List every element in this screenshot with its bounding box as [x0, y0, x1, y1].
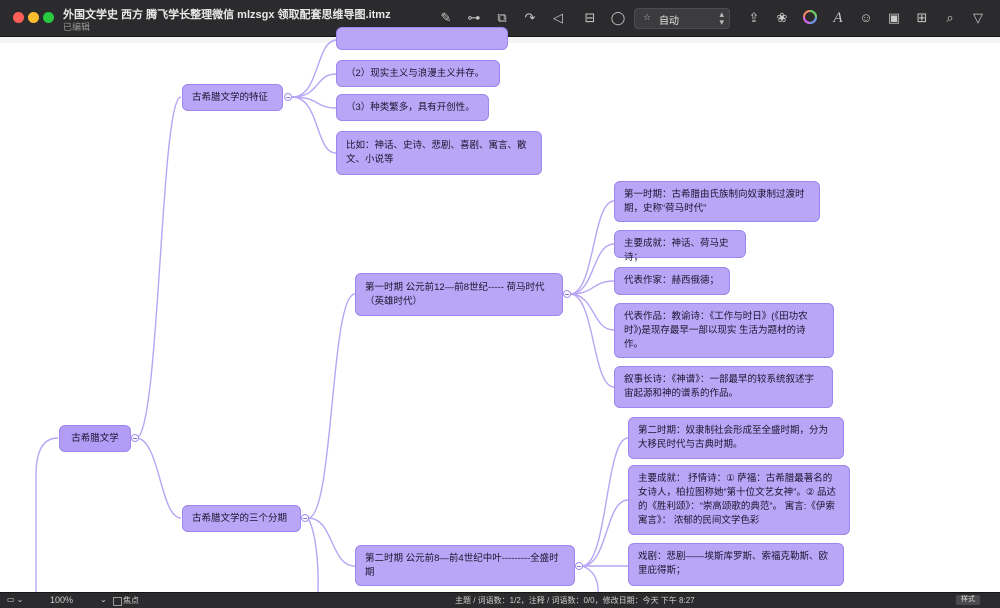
branch-node-periods[interactable]: 古希腊文学的三个分期 — [182, 505, 301, 532]
style-star-icon: ☆ — [643, 12, 652, 22]
root-node[interactable]: 古希腊文学 — [59, 425, 131, 452]
minimize-window-button[interactable] — [28, 12, 39, 23]
search-icon[interactable]: ⌕ — [946, 10, 954, 25]
zoom-window-button[interactable] — [43, 12, 54, 23]
emoji-icon[interactable]: ☺ — [859, 10, 873, 25]
color-wheel-icon[interactable] — [802, 10, 818, 26]
collapse-toggle[interactable] — [301, 514, 309, 522]
style-select[interactable]: ☆ 自动 ▴▾ — [634, 8, 730, 29]
period-node-second[interactable]: 第二时期 公元前8—前4世纪中叶---------全盛时期 — [355, 545, 575, 586]
close-window-button[interactable] — [13, 12, 24, 23]
collapse-icon[interactable]: ⊟ — [584, 10, 596, 25]
document-status: 已编辑 — [63, 22, 91, 32]
tag-icon[interactable]: ◁ — [553, 10, 563, 25]
feature-item-node[interactable]: 比如：神话、史诗、悲剧、喜剧、寓言、散文、小说等 — [336, 131, 542, 175]
redo-arrow-icon[interactable]: ↷ — [524, 10, 536, 25]
document-title: 外国文学史 西方 腾飞学长整理微信 mlzsgx 领取配套思维导图.itmz — [63, 9, 391, 21]
feature-item-node[interactable] — [336, 27, 508, 50]
document-stats: 主题 / 词语数：1/2，注释 / 词语数：0/0，修改日期：今天 下午 8:2… — [455, 596, 695, 605]
collapse-toggle[interactable] — [563, 290, 571, 298]
image-icon[interactable]: ▣ — [887, 10, 901, 25]
palette-icon[interactable]: ❀ — [776, 10, 788, 25]
mindmap-connectors — [35, 39, 629, 592]
feature-item-node[interactable]: （2）现实主义与浪漫主义并存。 — [336, 60, 500, 87]
branch-node-features[interactable]: 古希腊文学的特征 — [182, 84, 283, 111]
period-node-first[interactable]: 第一时期 公元前12—前8世纪----- 荷马时代（英雄时代） — [355, 273, 563, 316]
style-select-value: 自动 — [659, 16, 679, 27]
period1-detail-node[interactable]: 叙事长诗：《神谱》：一部最早的较系统叙述宇宙起源和神的谱系的作品。 — [614, 366, 833, 408]
period2-detail-node[interactable]: 戏剧：悲剧——埃斯库罗斯、索福克勒斯、欧里庇得斯； — [628, 543, 844, 586]
feature-item-node[interactable]: （3）种类繁多，具有开创性。 — [336, 94, 489, 121]
link-icon[interactable]: ⊶ — [467, 10, 481, 25]
sidebar-toggle-icon[interactable]: ▭ ⌄ — [7, 595, 24, 604]
comment-icon[interactable]: ◯ — [610, 10, 626, 25]
italic-icon[interactable]: A — [833, 10, 843, 26]
title-bar: 外国文学史 西方 腾飞学长整理微信 mlzsgx 领取配套思维导图.itmz 已… — [0, 0, 1000, 37]
period1-detail-node[interactable]: 代表作家：赫西俄德； — [614, 267, 730, 295]
zoom-level[interactable]: 100% — [50, 595, 74, 605]
format-button[interactable]: 样式 — [956, 595, 980, 605]
filter-icon[interactable]: ▽ — [973, 10, 983, 25]
zoom-menu-chevron-icon[interactable]: ⌄ — [100, 595, 107, 604]
status-bar: ▭ ⌄ 100% ⌄ 焦点 主题 / 词语数：1/2，注释 / 词语数：0/0，… — [0, 592, 1000, 608]
period2-detail-node[interactable]: 第二时期：奴隶制社会形成至全盛时期，分为大移民时代与古典时期。 — [628, 417, 844, 459]
period1-detail-node[interactable]: 主要成就：神话、荷马史诗； — [614, 230, 746, 263]
table-icon[interactable]: ⊞ — [916, 10, 928, 25]
focus-label: 焦点 — [123, 596, 139, 605]
share-icon[interactable]: ⇪ — [748, 10, 760, 25]
collapse-toggle[interactable] — [284, 93, 292, 101]
collapse-toggle[interactable] — [575, 562, 583, 570]
collapse-toggle[interactable] — [131, 434, 139, 442]
shapes-icon[interactable]: ⧉ — [497, 10, 507, 25]
edit-icon[interactable]: ✎ — [440, 10, 452, 25]
period1-detail-node[interactable]: 第一时期：古希腊由氏族制向奴隶制过渡时期，史称“荷马时代” — [614, 181, 820, 222]
chevron-updown-icon: ▴▾ — [719, 9, 724, 27]
period2-detail-node[interactable]: 主要成就： 抒情诗：① 萨福：古希腊最著名的女诗人，柏拉图称她“第十位文艺女神”… — [628, 465, 850, 535]
period1-detail-node[interactable]: 代表作品：教谕诗：《工作与时日》(《田功农时》)是现存最早一部以现实 生活为题材… — [614, 303, 834, 358]
focus-checkbox[interactable] — [113, 597, 122, 606]
